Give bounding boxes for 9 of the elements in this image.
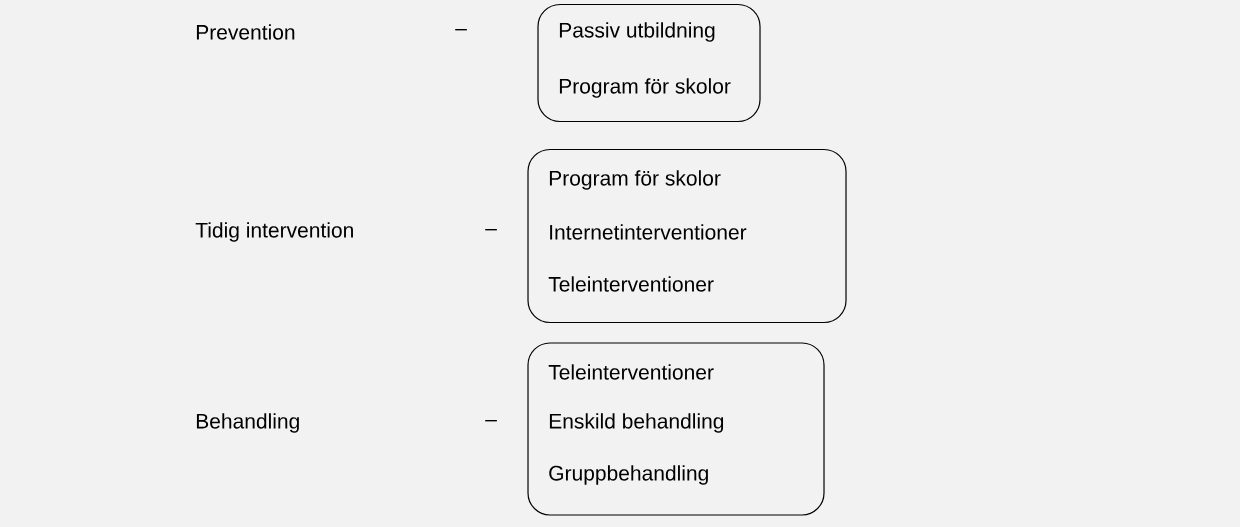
category-label: Tidig intervention (195, 222, 353, 242)
dash: – (485, 229, 497, 231)
category-label: Prevention (196, 24, 295, 40)
list-box: Program för skolor Internetinterventioner Teleinterventioner (527, 148, 847, 324)
list-box: Teleinterventioner Enskild behandling Gruppbehandling (527, 342, 825, 516)
dash: – (485, 420, 497, 422)
list-box: Passiv utbildning Program för skolor (537, 3, 761, 123)
category-label: Behandling (196, 413, 299, 433)
dash: – (455, 29, 467, 31)
